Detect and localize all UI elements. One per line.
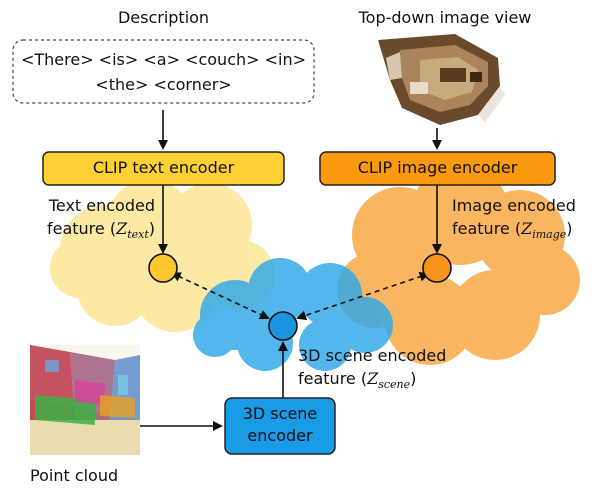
text-feature-label-line-2: feature (Ztext) bbox=[5, 219, 155, 245]
scene-feature-node bbox=[268, 311, 298, 341]
text-feature-prefix: feature ( bbox=[46, 219, 117, 238]
point-cloud-image bbox=[30, 345, 140, 455]
scene-feature-subscript: scene bbox=[378, 378, 411, 392]
scene-feature-prefix: feature ( bbox=[298, 369, 368, 388]
description-line-2: <the> <corner> bbox=[95, 75, 232, 94]
top-down-room-image bbox=[378, 34, 505, 125]
image-feature-label-line-1: Image encoded bbox=[452, 196, 576, 215]
scene-feature-label-line-1: 3D scene encoded bbox=[298, 346, 447, 365]
scene-feature-label-line-2: feature (Zscene) bbox=[298, 369, 468, 395]
image-feature-prefix: feature ( bbox=[452, 219, 522, 238]
image-feature-subscript: image bbox=[532, 228, 567, 242]
image-feature-node bbox=[422, 253, 452, 283]
image-feature-symbol: Z bbox=[521, 219, 533, 238]
dashed-arrow-text-scene bbox=[170, 272, 270, 320]
image-feature-label-line-2: feature (Zimage) bbox=[452, 219, 597, 245]
dashed-arrow-image-scene bbox=[296, 271, 430, 321]
clip-text-encoder-label: CLIP text encoder bbox=[92, 158, 235, 177]
text-feature-subscript: text bbox=[127, 228, 149, 242]
scene-encoder-label-line-1: 3D scene bbox=[242, 404, 318, 423]
clip-image-encoder-label: CLIP image encoder bbox=[357, 158, 518, 177]
point-cloud-title: Point cloud bbox=[30, 466, 119, 485]
scene-feature-close: ) bbox=[410, 369, 417, 388]
text-feature-close: ) bbox=[148, 219, 155, 238]
description-box bbox=[12, 39, 315, 104]
image-feature-close: ) bbox=[566, 219, 573, 238]
scene-encoder-label-line-2: encoder bbox=[247, 426, 313, 445]
description-title: Description bbox=[117, 8, 210, 27]
description-line-1: <There> <is> <a> <couch> <in> bbox=[20, 50, 307, 69]
top-down-title: Top-down image view bbox=[358, 8, 532, 27]
text-feature-symbol: Z bbox=[116, 219, 128, 238]
scene-feature-symbol: Z bbox=[367, 369, 379, 388]
text-feature-node bbox=[148, 253, 178, 283]
text-feature-label-line-1: Text encoded bbox=[48, 196, 155, 215]
scene-encoder-box bbox=[224, 397, 336, 455]
